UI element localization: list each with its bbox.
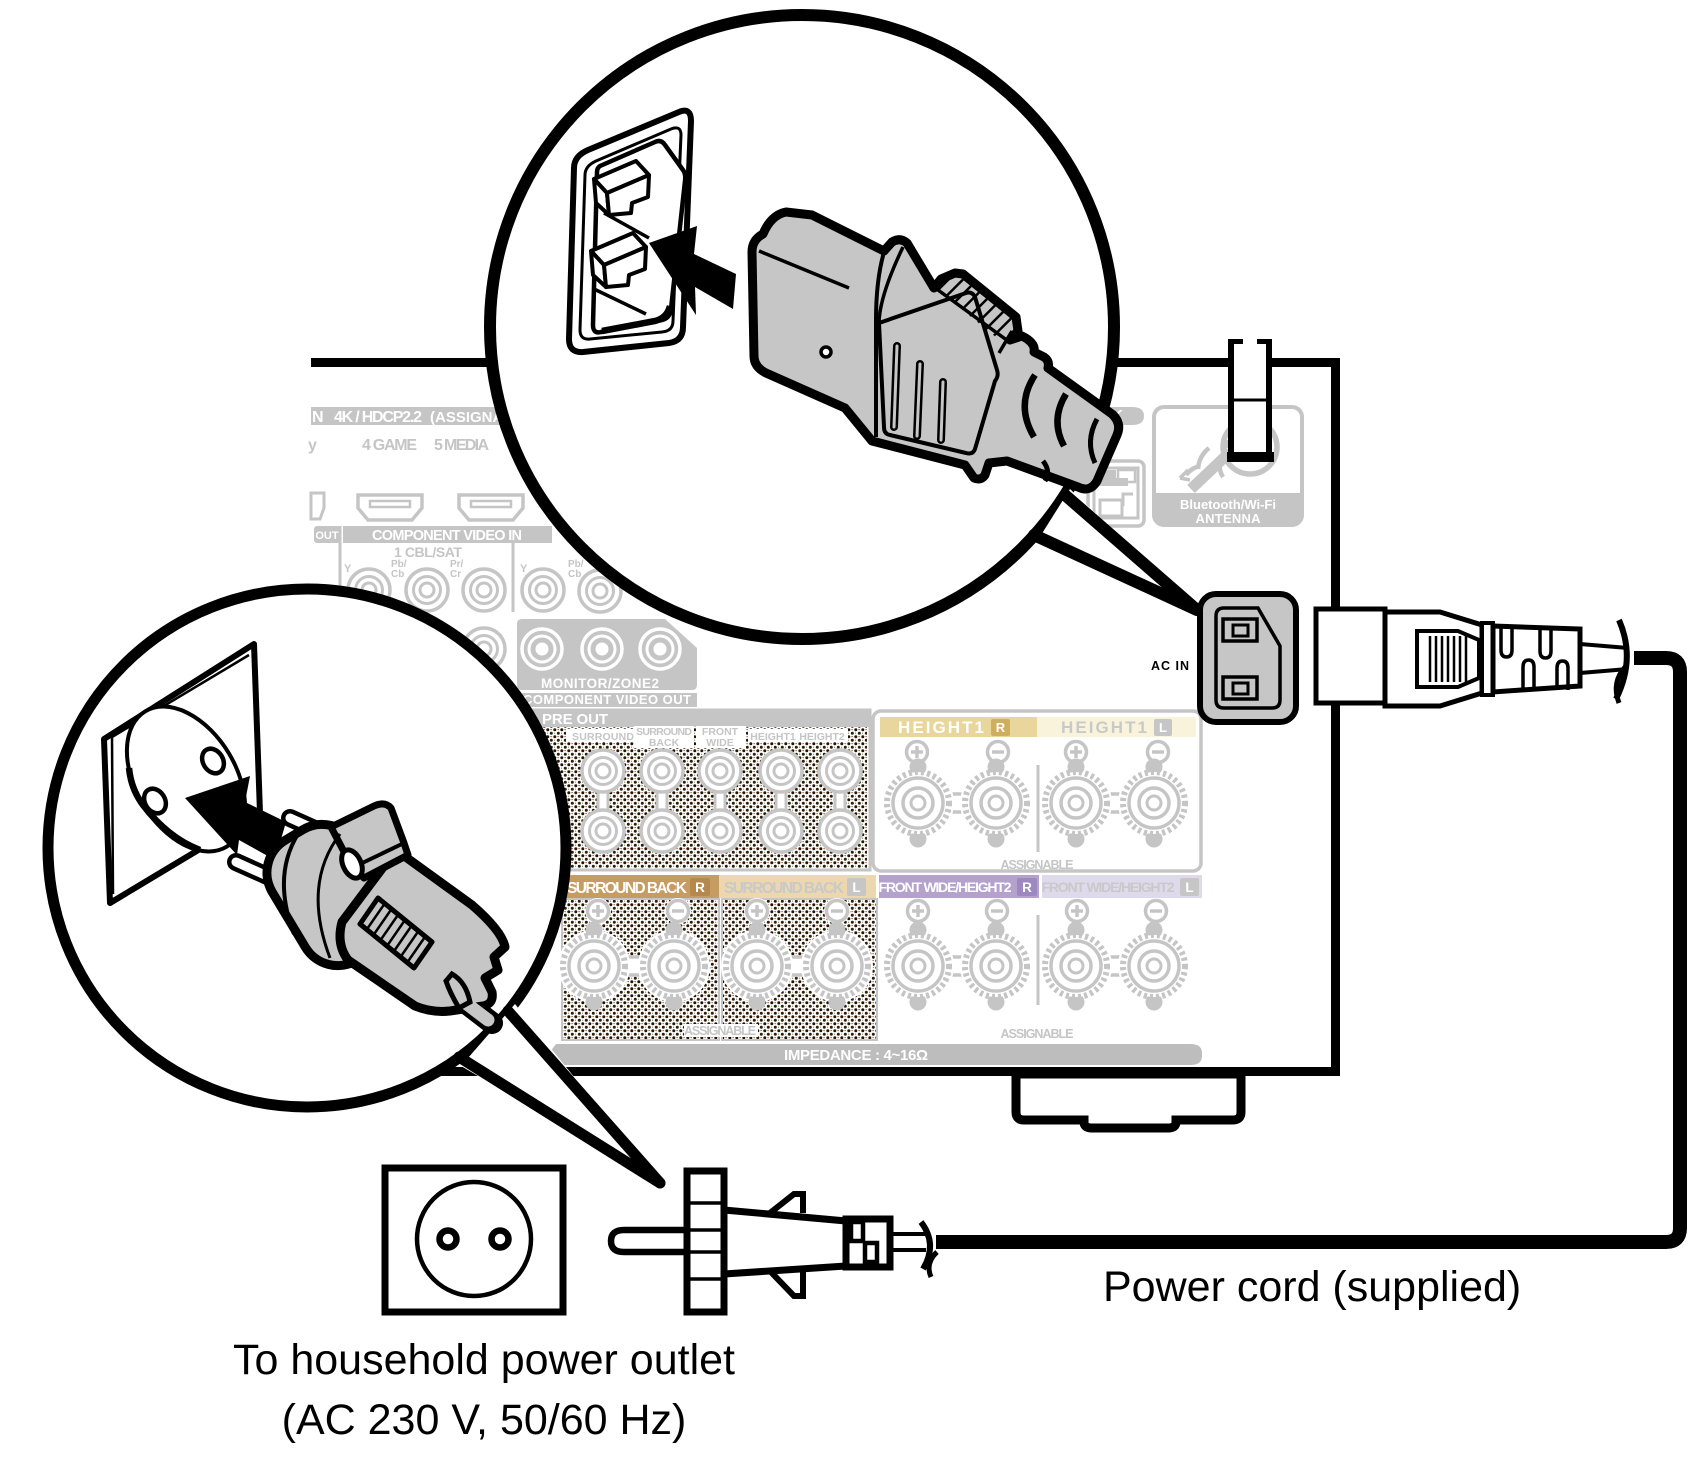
- svg-text:OUT: OUT: [315, 530, 339, 542]
- svg-text:AC IN: AC IN: [1151, 659, 1189, 673]
- svg-text:ANTENNA: ANTENNA: [1196, 511, 1262, 526]
- svg-text:SURROUND BACK: SURROUND BACK: [724, 880, 845, 897]
- svg-text:FRONT WIDE/HEIGHT2: FRONT WIDE/HEIGHT2: [879, 879, 1012, 895]
- svg-text:COMPONENT VIDEO OUT: COMPONENT VIDEO OUT: [523, 692, 691, 707]
- svg-text:BACK: BACK: [649, 737, 680, 749]
- svg-text:Y: Y: [344, 563, 352, 575]
- svg-text:COMPONENT VIDEO IN: COMPONENT VIDEO IN: [372, 528, 522, 544]
- svg-text:L: L: [852, 880, 860, 895]
- svg-text:4 GAME: 4 GAME: [362, 437, 417, 454]
- svg-text:Pr/: Pr/: [450, 559, 464, 570]
- svg-text:Cb: Cb: [391, 569, 404, 580]
- svg-text:(AC 230 V, 50/60 Hz): (AC 230 V, 50/60 Hz): [282, 1396, 687, 1444]
- svg-text:WIDE: WIDE: [706, 737, 733, 749]
- svg-text:ASSIGNABLE: ASSIGNABLE: [684, 1024, 756, 1038]
- svg-text:HEIGHT2: HEIGHT2: [799, 731, 845, 743]
- svg-text:y: y: [308, 437, 317, 454]
- svg-text:(ASSIGNA: (ASSIGNA: [430, 409, 504, 426]
- svg-text:Y: Y: [520, 563, 528, 575]
- svg-text:SURROUND: SURROUND: [572, 731, 634, 743]
- svg-text:R: R: [996, 720, 1006, 735]
- svg-text:HEIGHT1: HEIGHT1: [1061, 718, 1147, 737]
- svg-text:FRONT WIDE/HEIGHT2: FRONT WIDE/HEIGHT2: [1042, 879, 1175, 895]
- svg-text:IMPEDANCE : 4~16Ω: IMPEDANCE : 4~16Ω: [784, 1047, 928, 1064]
- svg-text:SURROUND: SURROUND: [636, 726, 692, 738]
- svg-text:MONITOR/ZONE2: MONITOR/ZONE2: [541, 676, 659, 691]
- svg-text:HEIGHT1: HEIGHT1: [750, 731, 796, 743]
- svg-text:Pb/: Pb/: [568, 559, 584, 570]
- svg-text:ASSIGNABLE: ASSIGNABLE: [1001, 858, 1074, 872]
- svg-text:L: L: [1185, 880, 1193, 895]
- svg-text:HEIGHT1: HEIGHT1: [898, 718, 984, 737]
- svg-text:Cr: Cr: [450, 569, 461, 580]
- svg-text:Bluetooth/Wi-Fi: Bluetooth/Wi-Fi: [1180, 497, 1276, 512]
- svg-text:R: R: [695, 880, 705, 895]
- svg-text:R: R: [1022, 880, 1032, 895]
- svg-text:N: N: [312, 409, 324, 426]
- svg-text:SURROUND BACK: SURROUND BACK: [567, 880, 688, 897]
- svg-text:5 MEDIA: 5 MEDIA: [434, 437, 489, 454]
- svg-text:Cb: Cb: [568, 569, 581, 580]
- svg-text:4K / HDCP2.2: 4K / HDCP2.2: [334, 409, 422, 426]
- svg-text:Power cord (supplied): Power cord (supplied): [1103, 1263, 1521, 1311]
- svg-text:ASSIGNABLE: ASSIGNABLE: [1001, 1027, 1074, 1041]
- svg-text:To household power outlet: To household power outlet: [233, 1336, 735, 1384]
- svg-text:PRE OUT: PRE OUT: [542, 711, 608, 728]
- svg-text:Pb/: Pb/: [391, 559, 407, 570]
- svg-text:FRONT: FRONT: [702, 726, 739, 738]
- svg-text:1 CBL/SAT: 1 CBL/SAT: [394, 544, 462, 560]
- svg-text:L: L: [1159, 720, 1167, 735]
